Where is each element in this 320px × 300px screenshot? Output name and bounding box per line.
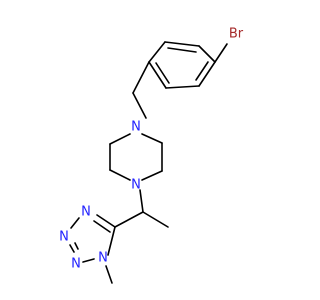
bond-ch-methyl (142, 211, 169, 228)
bromine-label: Br (229, 27, 244, 42)
bond-n3-n2 (69, 244, 75, 253)
bond-c6-br (214, 43, 228, 63)
bond-n3-n2-double (74, 242, 79, 250)
tetrazole-n4-label: N (81, 205, 91, 220)
bond-c2-c3 (148, 41, 166, 63)
bond-c3-c4 (148, 61, 167, 89)
bond-n1-c5t (107, 226, 116, 256)
tetrazole-n2-label: N (71, 257, 81, 272)
piperazine-n-top-label: N (131, 120, 141, 135)
bond-c5t-n4 (96, 214, 116, 228)
bond-ch2-n1 (132, 92, 147, 119)
bond-c6-c1 (198, 45, 216, 63)
bond-n4-n3 (70, 217, 80, 229)
piperazine-n-bottom-label: N (131, 178, 141, 193)
atom-labels: Br N N N N N N (59, 27, 244, 272)
bond-pd-n1 (109, 133, 131, 145)
bond-c5t-n4-double (93, 220, 111, 233)
molecule-structure: Br N N N N N N (59, 27, 244, 284)
bond-c3-ch2 (132, 61, 150, 94)
bond-c3-c4-inner (155, 62, 170, 84)
bond-c5-c6 (198, 61, 216, 87)
bonds (69, 41, 228, 284)
bond-n1-methyl (105, 265, 113, 284)
bond-n2-ch (139, 189, 144, 213)
bond-c1-c2-inner (167, 47, 197, 53)
bond-c1-c2 (164, 41, 200, 47)
tetrazole-n1-label: N (98, 251, 108, 266)
bond-n2-n1 (82, 258, 95, 263)
bond-n1-pa (141, 133, 163, 144)
bond-ch-c5t (114, 211, 144, 228)
bond-n2-pc (109, 169, 131, 181)
bond-c4-c5 (165, 85, 200, 89)
bond-pb-n2 (141, 170, 163, 181)
tetrazole-n3-label: N (59, 230, 69, 245)
bond-c5-c6-inner (195, 61, 209, 81)
